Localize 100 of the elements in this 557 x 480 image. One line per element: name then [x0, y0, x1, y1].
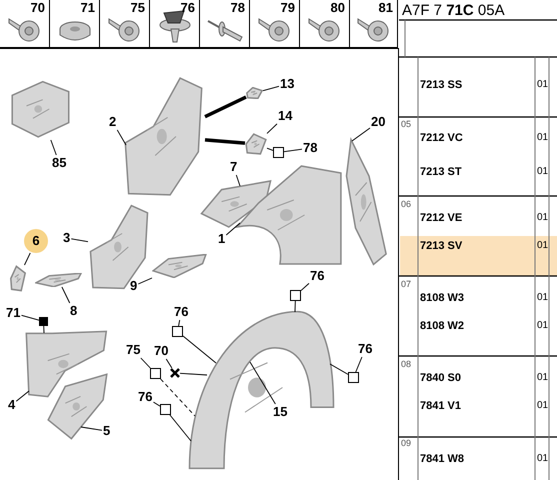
fastener-cell	[50, 0, 100, 48]
callout-number: 78	[302, 140, 318, 156]
fastener-cell	[100, 0, 150, 48]
leader-line	[61, 286, 70, 304]
callout-number: 13	[279, 76, 296, 92]
part-number: 78	[230, 0, 245, 16]
callout-number: 71	[5, 305, 22, 321]
group-number: 08	[401, 358, 412, 370]
callout-number: 76	[173, 304, 190, 320]
quantity: 01	[537, 131, 548, 145]
part-reference: 7212 VC	[420, 131, 463, 146]
callout-number: 1	[217, 231, 226, 247]
fastener-cell	[0, 0, 50, 48]
quantity: 01	[537, 452, 548, 466]
part-number: 75	[130, 0, 145, 16]
callout-number: 76	[137, 389, 154, 405]
leader-line	[262, 86, 280, 92]
leader-line	[330, 364, 348, 375]
callout-number: 8	[69, 303, 78, 319]
fastener-cell	[250, 0, 300, 48]
leader-line	[70, 238, 88, 242]
callout-number: 3	[62, 230, 72, 246]
part-number: 79	[280, 0, 295, 16]
part-number: 80	[330, 0, 345, 16]
part-reference: 7841 W8	[420, 452, 464, 467]
part-number: 81	[378, 0, 393, 16]
leader-line	[80, 426, 102, 431]
fender-drawing	[235, 165, 342, 265]
fastener-cell	[350, 0, 398, 48]
leader-line	[140, 358, 151, 368]
detail-link-line	[204, 95, 247, 118]
leader-line	[250, 362, 276, 404]
callout-number: 76	[309, 268, 326, 284]
part-reference: 7212 VE	[420, 211, 462, 226]
group-number: 09	[401, 437, 412, 449]
leader-line	[116, 129, 126, 146]
part-number: 70	[30, 0, 45, 16]
fastener-marker	[39, 317, 48, 326]
leader-line	[284, 148, 302, 152]
leader-line	[182, 336, 216, 364]
side-member-drawing	[88, 202, 150, 292]
quantity: 01	[537, 239, 548, 253]
leader-line	[294, 300, 296, 312]
leader-line	[266, 123, 278, 134]
part-reference: 7213 ST	[420, 165, 462, 180]
reinforcement-drawing	[152, 254, 207, 278]
fastener-cell	[150, 0, 200, 48]
leader-line	[21, 314, 40, 321]
callout-number: 5	[102, 423, 112, 439]
callout-number: 14	[277, 108, 294, 124]
leader-line	[352, 128, 370, 142]
fastener-marker	[348, 372, 359, 383]
plate-drawing	[246, 87, 263, 99]
leader-line	[24, 252, 31, 266]
bracket-drawing	[200, 180, 272, 228]
quantity: 01	[537, 291, 548, 305]
leader-line	[138, 278, 152, 284]
leader-line	[300, 282, 310, 292]
leader-line	[226, 222, 240, 236]
part-reference: 8108 W3	[420, 291, 464, 306]
cross-marker	[170, 368, 180, 378]
part-reference: 7213 SV	[420, 239, 462, 254]
callout-number: 15	[272, 404, 288, 420]
group-number: 06	[401, 198, 412, 210]
callout-number: 9	[129, 278, 138, 294]
highlighted-callout: 6	[24, 229, 48, 253]
callout-number: 2	[108, 114, 118, 130]
part-number: 71	[80, 0, 95, 16]
fastener-cell	[200, 0, 250, 48]
callout-number: 76	[357, 341, 374, 357]
leader-line	[50, 140, 57, 156]
callout-number: 75	[125, 342, 142, 358]
callout-number: 85	[51, 155, 68, 171]
part-number: 76	[180, 0, 195, 16]
leader-line	[180, 372, 208, 376]
detail-link-line	[204, 138, 246, 145]
fastener-marker	[160, 404, 171, 415]
leader-line	[16, 390, 30, 402]
quantity: 01	[537, 371, 548, 385]
quantity: 01	[537, 211, 548, 225]
part-reference: 8108 W2	[420, 319, 464, 334]
spacer-drawing	[10, 265, 26, 292]
part-reference: 7841 V1	[420, 399, 461, 414]
leader-line	[153, 402, 160, 407]
leader-line	[266, 148, 274, 151]
callout-number: 7	[229, 159, 238, 175]
leader-line	[43, 326, 44, 334]
part-reference: 7213 SS	[420, 78, 462, 93]
leader-line	[355, 356, 362, 372]
fastener-cell	[300, 0, 350, 48]
leader-line	[170, 414, 192, 442]
callout-number: 4	[7, 397, 16, 413]
mud-guard-drawing	[47, 373, 108, 440]
fastener-marker	[150, 368, 161, 379]
group-number: 05	[401, 118, 412, 130]
callout-number: 20	[370, 114, 386, 130]
fastener-marker	[172, 326, 183, 337]
bracket-drawing	[245, 133, 267, 155]
fastener-marker	[273, 147, 284, 158]
leader-line	[166, 358, 172, 368]
